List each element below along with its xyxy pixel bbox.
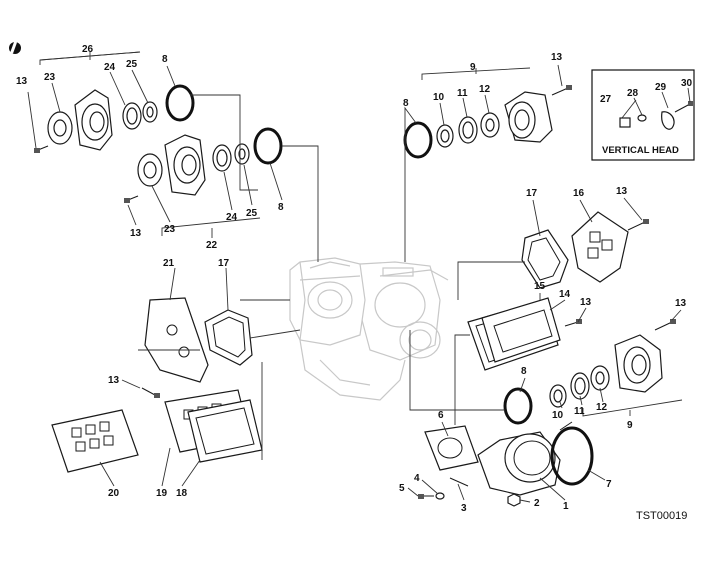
callout-20: 20 — [108, 488, 120, 499]
callout-11: 11 — [574, 406, 585, 417]
callout-16: 16 — [573, 188, 585, 199]
part-11-lower-bearing — [570, 372, 590, 400]
part-23-mid — [137, 153, 163, 187]
callout-22: 22 — [206, 240, 218, 251]
callout-2: 2 — [534, 498, 540, 509]
callout-5: 5 — [399, 483, 405, 494]
gasket-18 — [187, 399, 263, 463]
callout-13: 13 — [616, 186, 628, 197]
callout-29: 29 — [655, 82, 667, 93]
callout-8: 8 — [403, 98, 409, 109]
gasket-17-right — [521, 229, 569, 289]
bolt-13-right-upper — [627, 219, 649, 231]
callout-26: 26 — [82, 44, 94, 55]
callout-30: 30 — [681, 78, 693, 89]
callout-12: 12 — [596, 402, 608, 413]
part-12-lower — [590, 365, 610, 391]
callout-12: 12 — [479, 84, 491, 95]
callout-17: 17 — [218, 258, 230, 269]
callout-14: 14 — [559, 289, 571, 300]
callout-8: 8 — [278, 202, 284, 213]
part-9-lower-housing — [614, 334, 663, 393]
callout-24: 24 — [104, 62, 116, 73]
callout-10: 10 — [433, 92, 445, 103]
part-24-top-bearing — [122, 102, 142, 130]
bolt-13-right-mid — [564, 319, 582, 327]
bolt-13-right-lower — [654, 319, 676, 331]
leader-lines — [27, 51, 691, 503]
callout-13: 13 — [675, 298, 687, 309]
callout-9: 9 — [627, 420, 633, 431]
plate-14 — [481, 297, 561, 363]
callout-28: 28 — [627, 88, 639, 99]
gasket-17-left — [204, 309, 253, 366]
callout-4: 4 — [414, 473, 420, 484]
cover-16 — [571, 211, 629, 283]
part-25-top — [142, 101, 158, 123]
page-marker-icon — [9, 41, 21, 54]
part-26-housing — [74, 89, 113, 151]
callout-27: 27 — [600, 94, 612, 105]
callout-15: 15 — [534, 281, 546, 292]
bolt-13-top-right — [551, 85, 572, 96]
callout-25: 25 — [126, 59, 138, 70]
callout-23: 23 — [44, 72, 56, 83]
part-22-housing — [164, 134, 206, 196]
part-25-mid — [234, 143, 250, 165]
part-23-top — [47, 111, 73, 145]
stud-3 — [449, 477, 469, 487]
callout-17: 17 — [526, 188, 538, 199]
o-ring-8-lower-right — [503, 387, 533, 425]
callout-7: 7 — [606, 479, 612, 490]
callout-25: 25 — [246, 208, 258, 219]
washer-4 — [435, 492, 445, 500]
manifold-1 — [477, 431, 561, 496]
part-11-top-bearing — [458, 116, 478, 144]
part-12-top — [480, 112, 500, 138]
drawing-reference: TST00019 — [636, 510, 687, 522]
callout-23: 23 — [164, 224, 176, 235]
callout-1: 1 — [563, 501, 569, 512]
bolt-13-top-left — [34, 145, 49, 153]
clamp-7 — [550, 421, 594, 486]
cylinder-head-assembly — [289, 257, 449, 401]
nut-2 — [507, 493, 521, 507]
callout-9: 9 — [470, 62, 476, 73]
callout-8: 8 — [162, 54, 168, 65]
callout-13: 13 — [16, 76, 28, 87]
callout-18: 18 — [176, 488, 188, 499]
cover-20 — [51, 409, 139, 473]
callout-13: 13 — [580, 297, 592, 308]
callout-13: 13 — [551, 52, 563, 63]
bolt-13-mid-left — [124, 195, 139, 203]
callout-11: 11 — [457, 88, 468, 99]
o-ring-8-mid-left — [253, 127, 283, 165]
bolt-5 — [418, 494, 434, 499]
callout-6: 6 — [438, 410, 444, 421]
part-24-mid-bearing — [212, 144, 232, 172]
o-ring-8-top-left — [165, 84, 195, 122]
cover-21 — [144, 297, 209, 383]
part-9-top-housing — [504, 91, 553, 143]
inset-title: VERTICAL HEAD — [602, 145, 679, 156]
bolt-13-left-lower — [141, 387, 160, 398]
callout-13: 13 — [108, 375, 120, 386]
callout-19: 19 — [156, 488, 168, 499]
vertical-head-inset — [591, 69, 695, 161]
callout-3: 3 — [461, 503, 467, 514]
callout-13: 13 — [130, 228, 142, 239]
callout-21: 21 — [163, 258, 175, 269]
gasket-6 — [424, 425, 479, 471]
part-10-top — [436, 124, 454, 148]
callout-10: 10 — [552, 410, 564, 421]
callout-24: 24 — [226, 212, 238, 223]
part-10-lower — [549, 384, 567, 408]
o-ring-8-top-right — [403, 121, 433, 159]
callout-8: 8 — [521, 366, 527, 377]
callout-labels: 26 13 23 24 25 8 13 23 24 25 8 22 9 8 10… — [16, 44, 693, 522]
